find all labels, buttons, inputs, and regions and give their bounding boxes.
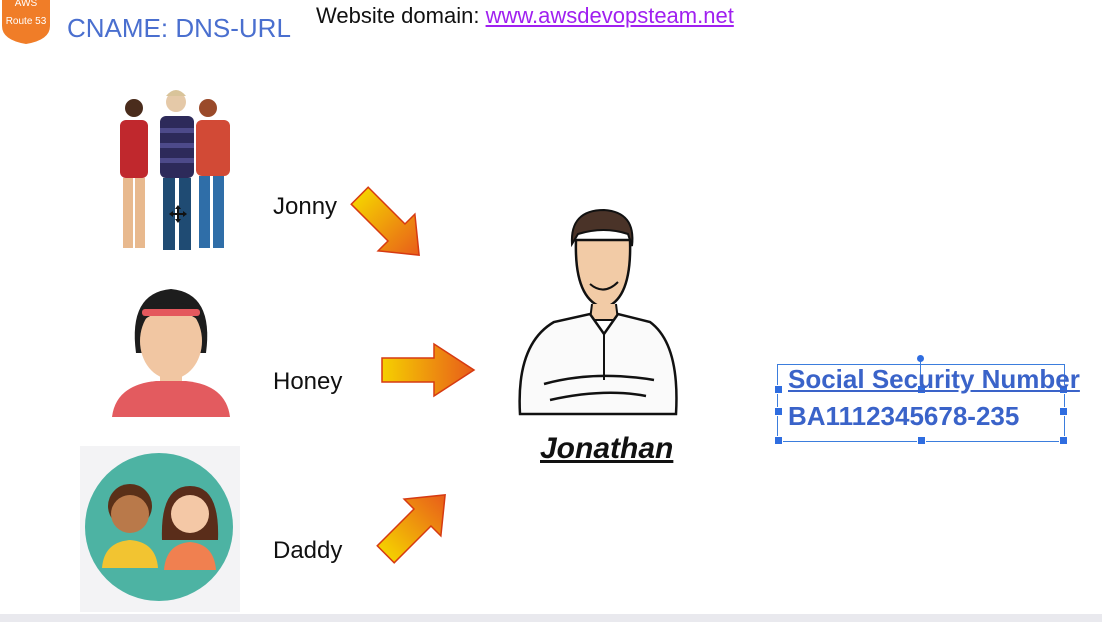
badge-line1: AWS xyxy=(14,0,38,9)
resize-handle[interactable] xyxy=(774,407,783,416)
arrows-group xyxy=(350,186,476,564)
badge-line2: Route 53 xyxy=(5,16,47,27)
ssn-title: Social Security Number xyxy=(788,364,1080,394)
resize-handle[interactable] xyxy=(774,436,783,445)
arrow-right-down-icon xyxy=(350,186,420,256)
rotate-stem xyxy=(920,357,921,381)
businessman-icon xyxy=(514,204,680,418)
route53-icon xyxy=(2,0,50,44)
arrow-right-icon xyxy=(381,342,476,398)
ssn-number: BA1112345678-235 xyxy=(788,401,1020,431)
alias-label-jonny: Jonny xyxy=(273,193,338,220)
arrow-right-up-icon xyxy=(376,494,446,564)
rotate-handle[interactable] xyxy=(917,355,924,362)
alias-label-honey: Honey xyxy=(273,368,343,395)
ssn-text-box[interactable] xyxy=(774,355,1068,445)
resize-handle[interactable] xyxy=(917,436,926,445)
resize-handle[interactable] xyxy=(774,385,783,394)
woman-avatar-icon xyxy=(108,283,234,419)
domain-label: Website domain: xyxy=(316,3,486,28)
domain-link[interactable]: www.awsdevopsteam.net xyxy=(485,3,734,28)
resize-handle[interactable] xyxy=(917,385,926,394)
resize-handle[interactable] xyxy=(1059,385,1068,394)
bottom-bar xyxy=(0,614,1102,622)
friends-group-icon xyxy=(100,88,250,258)
resize-handle[interactable] xyxy=(1059,436,1068,445)
resize-handle[interactable] xyxy=(1059,407,1068,416)
cname-title: CNAME: DNS-URL xyxy=(67,13,291,43)
kids-avatar-icon xyxy=(80,446,240,612)
person-name: Jonathan xyxy=(540,432,674,465)
alias-label-daddy: Daddy xyxy=(273,537,343,564)
aws-route53-badge: AWS Route 53 xyxy=(0,0,52,44)
website-domain: Website domain: www.awsdevopsteam.net xyxy=(316,3,734,29)
